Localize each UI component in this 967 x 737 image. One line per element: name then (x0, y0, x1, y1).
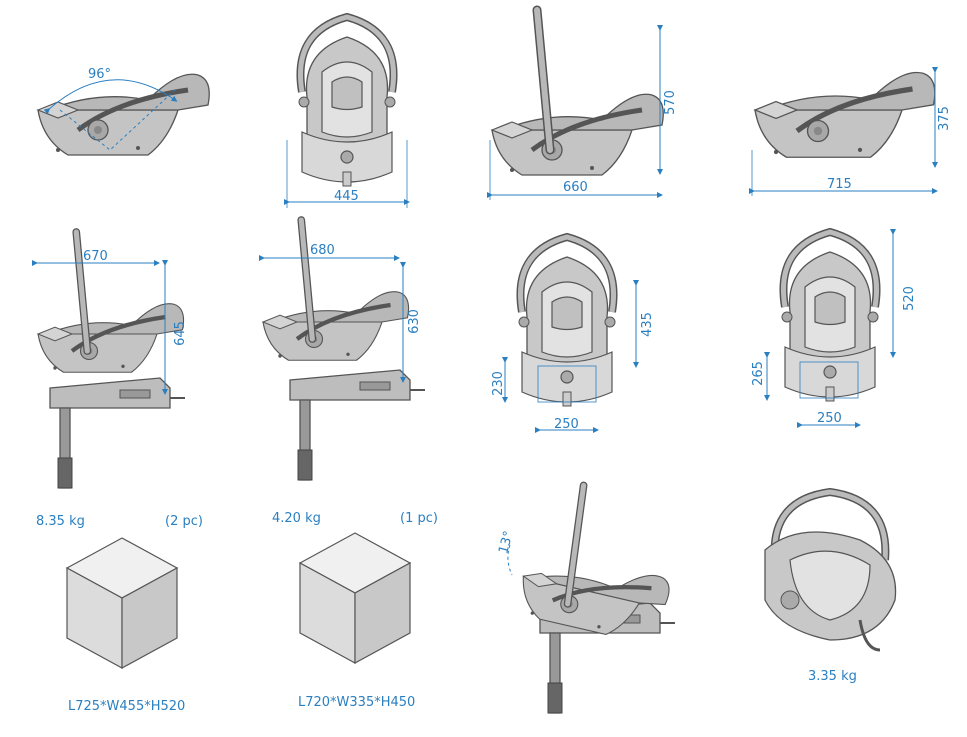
package-1-weight: 8.35 kg (36, 514, 85, 529)
seat-width-1-label: 250 (554, 417, 579, 432)
box-icon (299, 532, 411, 664)
seat-height-2-label: 265 (750, 361, 766, 386)
seat-width-2-label: 250 (817, 411, 842, 426)
flat-length-label: 715 (827, 177, 852, 192)
package-2-weight: 4.20 kg (272, 511, 321, 526)
recline-angle-label: 96° (88, 67, 112, 82)
seat-weight-label: 3.35 kg (808, 669, 857, 684)
car-seat-front-icon (299, 17, 395, 186)
car-seat-side-icon (38, 74, 209, 155)
flat-height-label: 375 (936, 106, 952, 131)
car-seat-side-flat-icon (755, 73, 935, 158)
side-height-label: 570 (662, 90, 678, 115)
side-length-label: 660 (563, 180, 588, 195)
package-2-count: (1 pc) (400, 511, 438, 526)
car-seat-side-handle-up-icon (492, 10, 663, 175)
car-seat-3d-icon (764, 487, 897, 652)
package-2-size: L720*W335*H450 (298, 695, 416, 710)
inner-height-1-label: 435 (639, 312, 655, 337)
isofix-base-icon (49, 377, 186, 489)
inner-height-2-label: 520 (901, 286, 917, 311)
base-length-1-label: 670 (83, 249, 108, 264)
package-1-size: L725*W455*H520 (68, 699, 186, 714)
box-icon (66, 537, 178, 669)
package-1-count: (2 pc) (165, 514, 203, 529)
seat-height-1-label: 230 (490, 371, 506, 396)
base-length-2-label: 680 (310, 243, 335, 258)
front-width-label: 445 (334, 189, 359, 204)
base-height-2-label: 630 (406, 309, 422, 334)
base-height-1-label: 645 (172, 321, 188, 346)
